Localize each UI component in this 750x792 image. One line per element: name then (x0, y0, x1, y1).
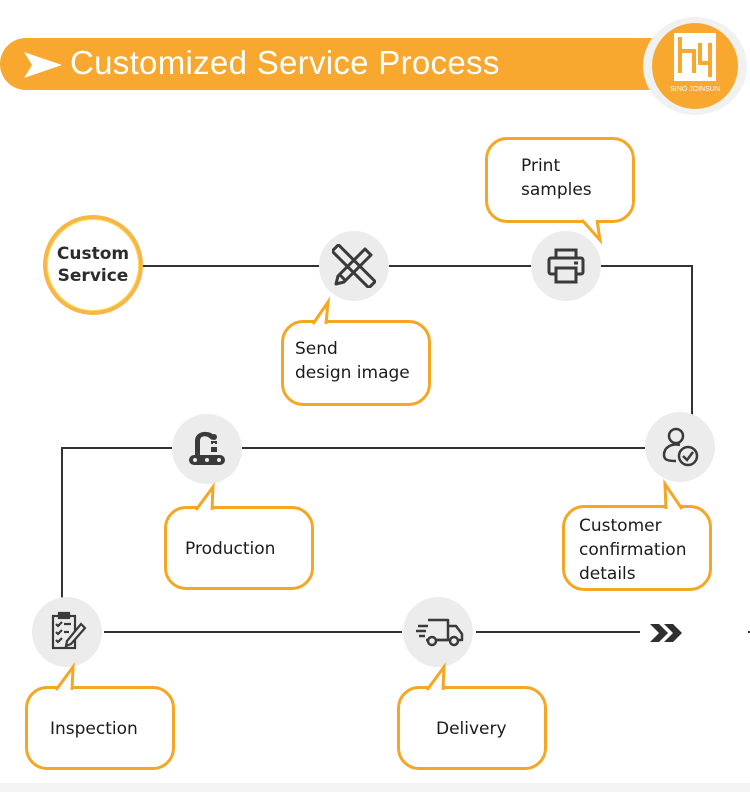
start-label-line2: Service (57, 266, 129, 286)
step-label-line1: Delivery (436, 719, 507, 739)
header-banner: Customized Service Process (0, 38, 700, 90)
step-label-line1: Customer (579, 516, 662, 536)
brand-mark-icon (674, 33, 716, 81)
footer-band (0, 783, 750, 792)
step-bubble-production: Production (164, 506, 314, 590)
printer-icon (547, 248, 585, 284)
step-node-confirm (645, 412, 715, 482)
robot-arm-conveyor-icon (189, 431, 225, 465)
step-bubble-delivery: Delivery (397, 686, 547, 770)
brand-name: SINO JOINSUN (670, 86, 720, 93)
step-node-send-design (319, 231, 389, 301)
double-chevron-right-icon (650, 624, 682, 642)
step-node-production (172, 414, 242, 484)
step-label-line1: Production (185, 539, 276, 559)
step-bubble-send-design: Send design image (281, 320, 431, 406)
step-bubble-inspection: Inspection (25, 686, 175, 770)
arrow-right-icon (24, 52, 62, 78)
step-label-line3: details (579, 564, 636, 584)
step-node-print (531, 231, 601, 301)
step-node-delivery (403, 597, 473, 667)
delivery-truck-icon (416, 618, 464, 647)
ruler-pencil-icon (332, 244, 376, 288)
start-node-custom-service: Custom Service (43, 215, 143, 315)
step-label-line2: confirmation (579, 540, 687, 560)
step-label-line1: Inspection (50, 719, 138, 739)
step-label-line2: design image (295, 363, 410, 383)
start-label-line1: Custom (56, 244, 130, 264)
step-bubble-confirm: Customer confirmation details (562, 505, 712, 591)
step-label-line1: Send (295, 339, 338, 359)
user-check-icon (662, 427, 699, 467)
brand-logo: SINO JOINSUN (652, 23, 738, 109)
step-label-line1: Print (521, 156, 561, 176)
connector-print-confirm (600, 265, 693, 415)
step-label-line2: samples (521, 180, 592, 200)
connector-production-inspection (61, 447, 172, 598)
step-bubble-print: Print samples (485, 137, 635, 223)
step-node-inspection (32, 597, 102, 667)
clipboard-checklist-icon (51, 611, 87, 650)
page-title: Customized Service Process (70, 44, 500, 81)
